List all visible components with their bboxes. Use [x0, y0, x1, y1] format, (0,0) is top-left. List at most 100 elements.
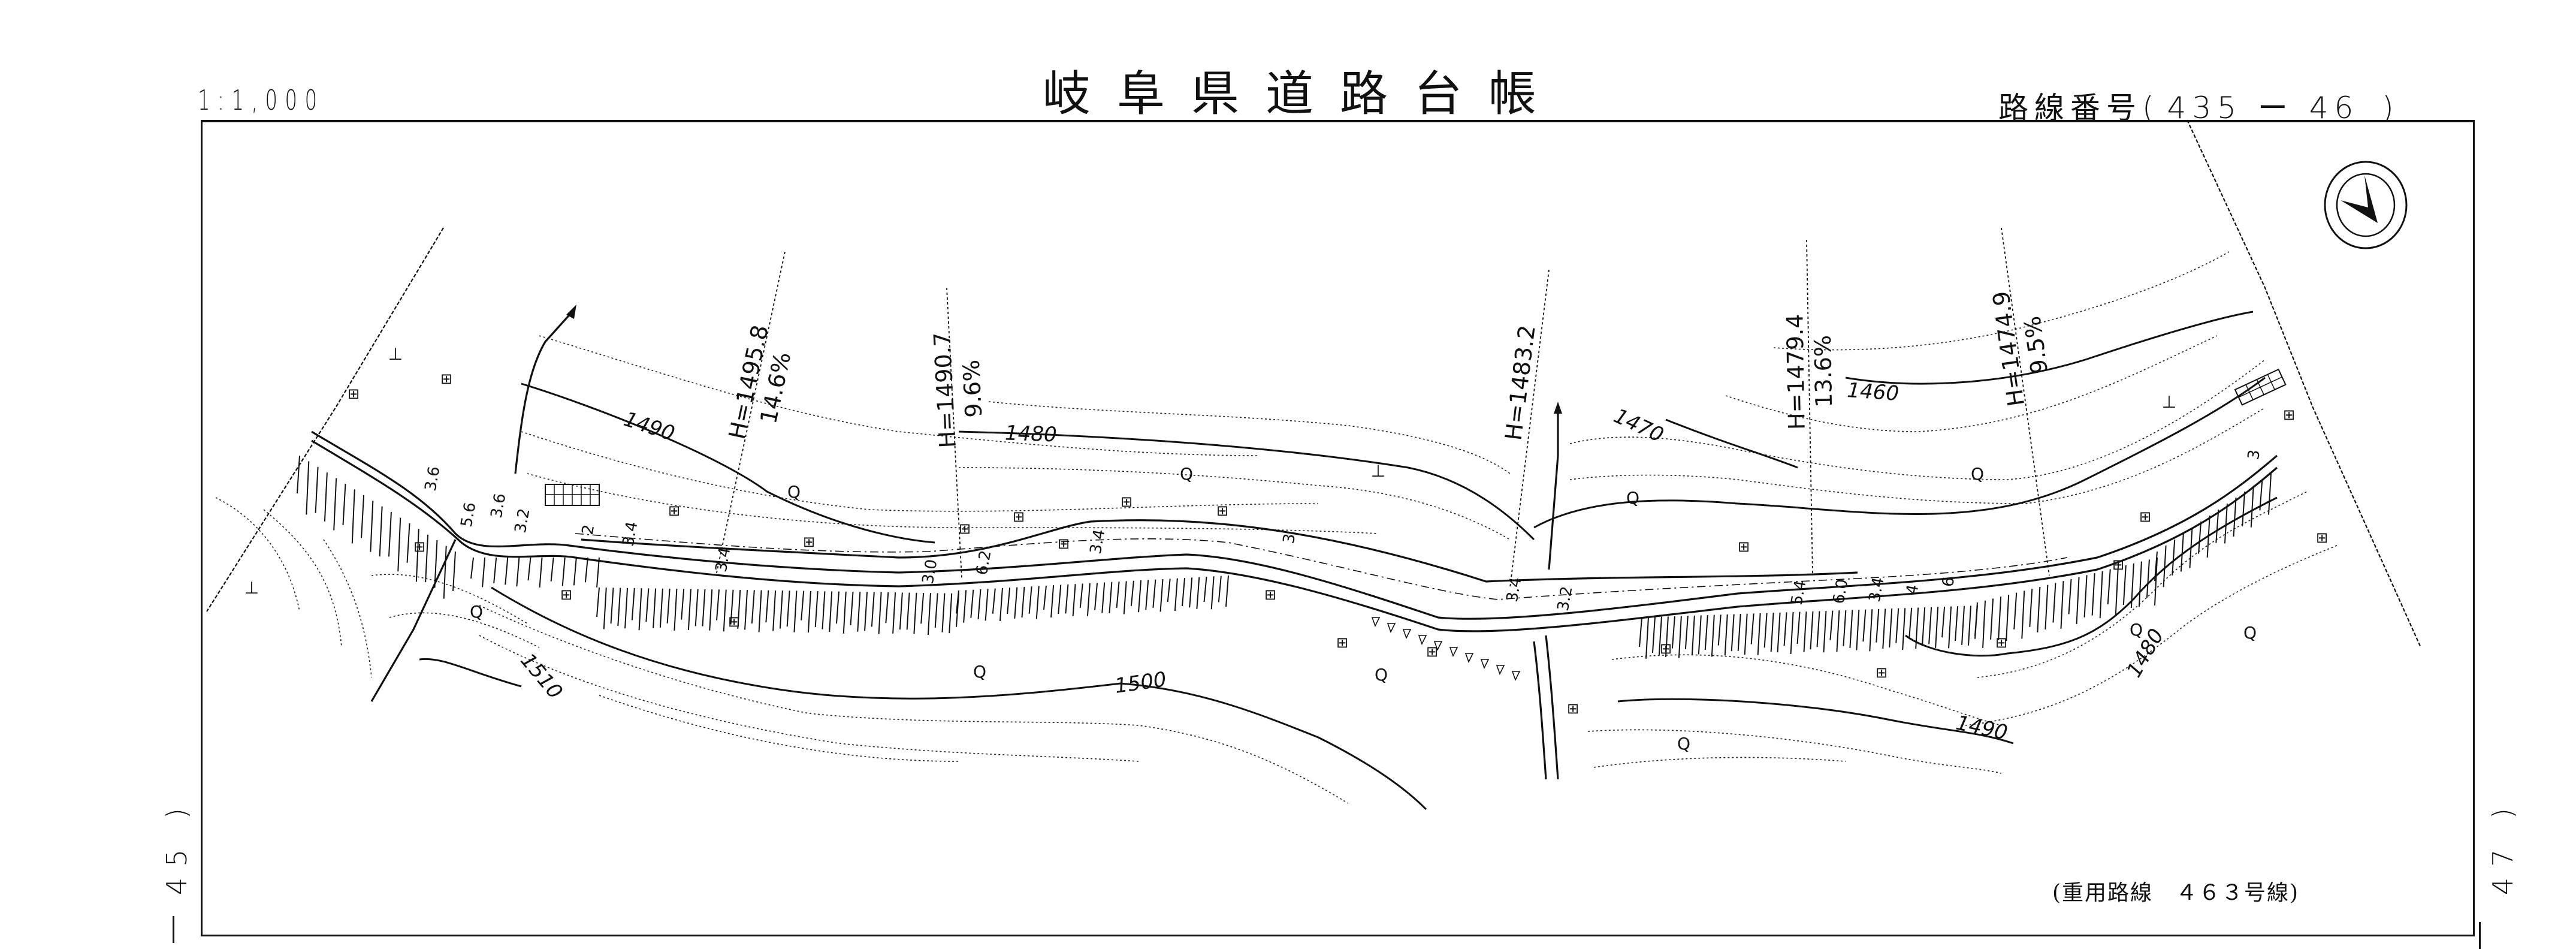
road-edge-north	[311, 430, 2278, 620]
slope-hachure	[1218, 576, 1222, 602]
slope-hachure	[1094, 583, 1098, 610]
slope-hachure	[694, 589, 699, 626]
slope-hachure	[645, 588, 650, 622]
forest-symbol: ⊞	[1876, 664, 1888, 681]
fill-slope-marker	[1387, 623, 1396, 634]
slope-hachure	[992, 588, 996, 614]
slope-hachure	[1724, 614, 1728, 656]
slope-hachure	[906, 592, 910, 630]
slope-hachure	[1922, 607, 1926, 644]
slope-hachure	[1895, 608, 1899, 643]
gully-north	[1548, 455, 1559, 570]
section-elevation: H=1483.2	[1500, 324, 1540, 442]
slope-hachure	[1639, 617, 1642, 647]
slope-hachure	[434, 540, 438, 588]
slope-hachure	[1072, 584, 1076, 617]
slope-hachure	[315, 466, 319, 513]
slope-hachure	[452, 551, 456, 591]
slope-hachure	[351, 489, 355, 544]
slope-hachure	[2198, 521, 2202, 554]
slope-hachure	[603, 588, 607, 629]
forest-symbol: ⊞	[1216, 502, 1228, 519]
contour-1510-south	[419, 658, 522, 688]
stream-left	[1533, 641, 1547, 780]
contour-label: 1510	[515, 649, 567, 704]
route-number-value: 435 ー 46	[2167, 91, 2360, 125]
slope-hachure	[2052, 583, 2056, 623]
slope-hachure	[659, 588, 663, 628]
slope-hachure	[1757, 613, 1761, 655]
slope-hachure	[361, 495, 365, 538]
width-label: 6.0	[1830, 578, 1852, 605]
slope-hachure	[744, 590, 748, 630]
slope-hachure	[786, 591, 790, 627]
road-edge-south	[311, 439, 2278, 632]
width-label: 3.0	[919, 558, 941, 586]
slope-hachure	[397, 517, 401, 572]
slope-hachure	[2250, 485, 2254, 528]
width-label: 5.6	[458, 501, 480, 529]
forest-symbol: ⊞	[2316, 529, 2328, 546]
slope-hachure	[324, 472, 328, 522]
slope-hachure	[723, 589, 727, 632]
slope-hachure	[1086, 583, 1091, 616]
fill-slope-marker	[1511, 671, 1521, 682]
wasteland-symbol: ⊥	[2162, 392, 2176, 412]
slope-hachure	[1691, 615, 1695, 656]
slope-hachures	[297, 455, 2272, 682]
slope-hachure	[2045, 585, 2049, 629]
contour-label: 1460	[1846, 378, 1899, 406]
slope-hachure	[687, 589, 691, 631]
slope-hachure	[1982, 600, 1986, 648]
width-label: 3.4	[712, 546, 735, 574]
road-centerline	[575, 533, 2068, 600]
slope-hachure	[1998, 596, 2002, 640]
slope-hachure	[1777, 612, 1781, 653]
slope-hachure	[1968, 605, 1972, 646]
slope-hachure	[2099, 571, 2103, 619]
broadleaf-symbol: Q	[1375, 665, 1388, 685]
slope-hachure	[1810, 611, 1814, 650]
slope-hachure	[388, 512, 392, 557]
slope-hachure	[1790, 611, 1794, 655]
slope-hachure	[1145, 580, 1149, 610]
forest-symbol: ⊞	[2112, 556, 2124, 573]
fill-slope-marker	[1433, 641, 1443, 652]
fill-slope-marker	[1464, 653, 1474, 664]
width-label: 3	[2245, 448, 2264, 462]
forest-symbol: ⊞	[1567, 700, 1579, 717]
width-label: 5.4	[1788, 579, 1810, 607]
slope-hachure	[1645, 617, 1649, 659]
slope-hachure	[2215, 509, 2219, 543]
slope-hachure	[857, 592, 861, 632]
slope-hachure	[1763, 613, 1768, 648]
fill-slope-marker	[1402, 629, 1412, 640]
slope-hachure	[2013, 592, 2018, 629]
width-label: 6.2	[973, 549, 995, 577]
section-elevation: H=1490.7	[929, 332, 961, 448]
contour-label: 1470	[1610, 404, 1667, 448]
contour-north-mid	[1533, 376, 2266, 529]
contour-1470-north	[1665, 418, 1798, 469]
slope-hachure	[666, 588, 671, 623]
slope-hachure	[1043, 585, 1047, 610]
broadleaf-symbol: Q	[2130, 620, 2143, 640]
slope-hachure	[1210, 576, 1215, 610]
route-number: 路線番号(435 ー 46 )	[1998, 84, 2407, 127]
slope-hachure	[561, 557, 566, 586]
width-label: 3.4	[1866, 576, 1888, 604]
slope-hachure	[470, 557, 474, 579]
slope-hachure	[1021, 586, 1025, 618]
slope-hachure	[822, 591, 826, 629]
slope-hachure	[1862, 609, 1867, 642]
slope-hachure	[1651, 617, 1656, 653]
contour-1490-south	[1617, 698, 2014, 745]
slope-hachure	[829, 591, 833, 632]
slope-hachure	[1796, 611, 1801, 644]
slope-hachure	[2006, 594, 2010, 641]
slope-hachure	[1130, 580, 1134, 606]
forest-symbol: ⊞	[2283, 406, 2295, 423]
section-line	[1806, 239, 1813, 576]
